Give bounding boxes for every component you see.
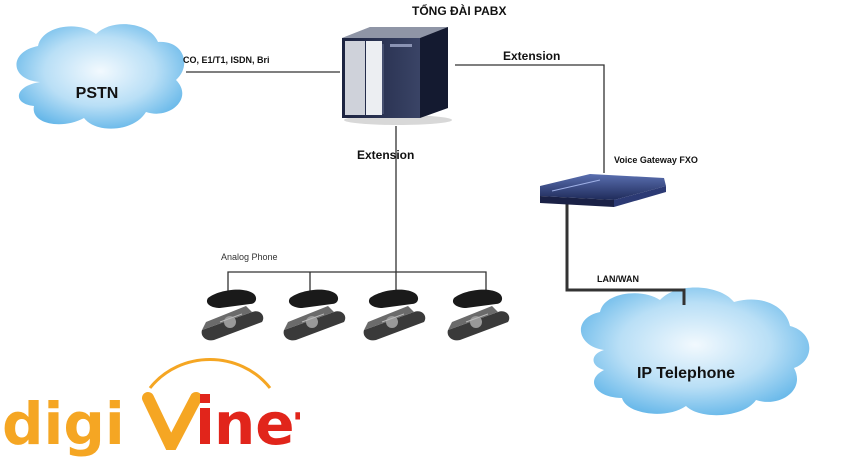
diagram-title: TỔNG ĐÀI PABX	[412, 4, 507, 18]
pabx-server-icon	[342, 27, 452, 125]
svg-text:digi: digi	[2, 390, 125, 458]
digivinet-logo: digi net	[2, 358, 300, 458]
telephone-icon	[201, 289, 264, 341]
phones-group	[201, 289, 510, 341]
ip-telephone-label: IP Telephone	[636, 365, 736, 382]
extension-to-gateway-line	[455, 64, 605, 173]
voice-gateway-icon	[540, 174, 666, 207]
lan-wan-line	[565, 204, 686, 305]
pstn-label: PSTN	[75, 85, 119, 102]
gateway-label: Voice Gateway FXO	[614, 155, 698, 165]
phone-bus-line	[227, 271, 487, 293]
pstn-cloud	[16, 24, 185, 129]
telephone-icon	[363, 289, 426, 341]
telephone-icon	[447, 289, 510, 341]
connection-lines	[186, 64, 686, 305]
lanwan-label: LAN/WAN	[597, 274, 639, 284]
extension-right-label: Extension	[503, 49, 561, 63]
ip-telephone-cloud	[580, 287, 810, 416]
svg-text:net: net	[214, 390, 300, 458]
trunk-label: CO, E1/T1, ISDN, Bri	[183, 55, 270, 65]
telephone-icon	[283, 289, 346, 341]
extension-down-label: Extension	[357, 148, 415, 162]
analog-phone-label: Analog Phone	[221, 252, 278, 262]
